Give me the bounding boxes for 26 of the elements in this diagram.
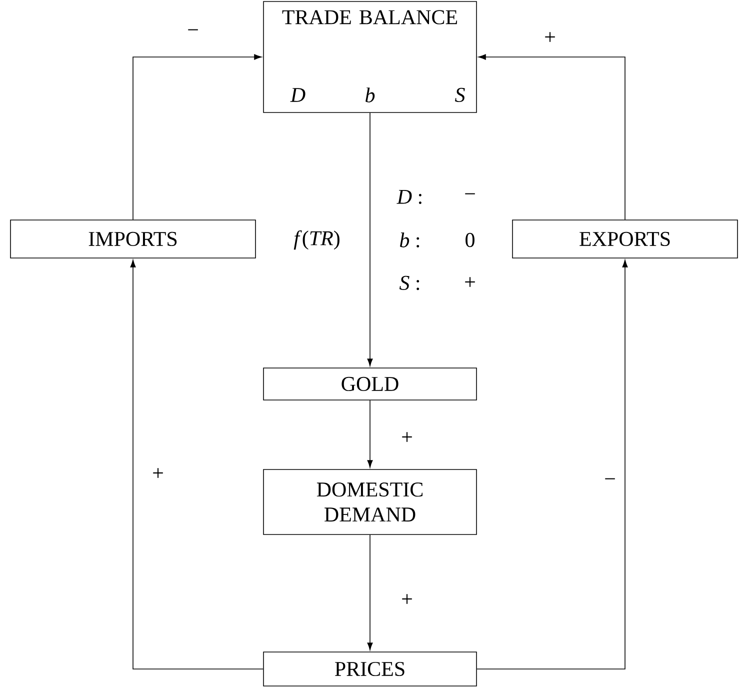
edge-label: + (153, 468, 163, 478)
sign-label: D : (396, 190, 422, 204)
arrow (367, 112, 373, 366)
edge-label: f(TR) (294, 230, 340, 250)
edge-label: + (545, 32, 555, 42)
process-box: TRADE BALANCE D b S (263, 1, 477, 113)
arrow (367, 534, 373, 650)
arrow (367, 400, 373, 468)
process-box: PRICES (263, 652, 477, 686)
sign-label: 0 (466, 232, 474, 248)
sign-label: S : (399, 276, 420, 290)
arrow (130, 260, 264, 670)
edge-label: + (402, 432, 412, 442)
arrow (476, 260, 628, 670)
arrow (478, 54, 626, 220)
process-box: DOMESTIC DEMAND (263, 469, 477, 535)
sign-label: − (465, 193, 475, 194)
process-box: IMPORTS (10, 220, 256, 258)
edge-label: − (188, 29, 198, 30)
edge-label: + (402, 594, 412, 604)
sign-label: b : (400, 232, 420, 248)
edge-label: − (605, 478, 615, 480)
arrow (132, 54, 262, 220)
process-box: EXPORTS (512, 220, 738, 258)
process-box: GOLD (263, 368, 477, 400)
sign-label: + (465, 277, 475, 287)
